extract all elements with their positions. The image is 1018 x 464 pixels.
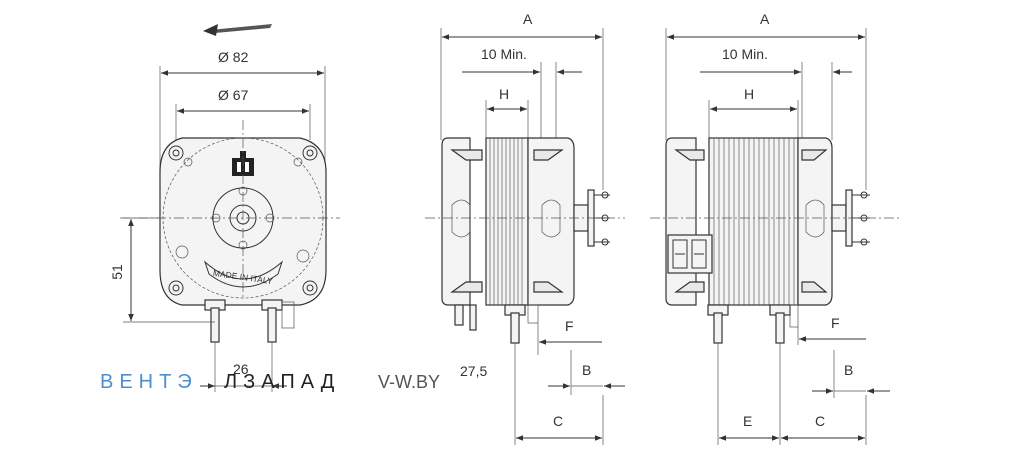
watermark: ВЕНТЭ ЛЗАПАД V-W.BY bbox=[100, 371, 440, 393]
dim-min-1: 10 Min. bbox=[481, 46, 527, 62]
dim-f-2: F bbox=[831, 315, 840, 331]
rotation-arrow-icon bbox=[203, 24, 272, 36]
watermark-brand-part2: ЛЗАПАД bbox=[224, 371, 340, 393]
watermark-site: V-W.BY bbox=[378, 372, 440, 392]
dim-dia-67: Ø 67 bbox=[218, 87, 249, 103]
dim-b-2: B bbox=[844, 362, 853, 378]
watermark-brand-part1: ВЕНТЭ bbox=[100, 371, 198, 393]
dim-b-1: B bbox=[582, 362, 591, 378]
front-housing bbox=[159, 137, 327, 306]
dim-h-1: H bbox=[499, 86, 509, 102]
dim-e-2: E bbox=[743, 413, 752, 429]
dim-terminal-spacing: 26 bbox=[233, 361, 249, 377]
side-view-2: A 10 Min. H bbox=[650, 11, 900, 445]
dim-f-1: F bbox=[565, 318, 574, 334]
front-view: Ø 82 Ø 67 bbox=[109, 24, 340, 392]
dim-c-2: C bbox=[815, 413, 825, 429]
brand-logo-icon bbox=[232, 151, 254, 176]
dim-c-1: C bbox=[553, 413, 563, 429]
dim-h-2: H bbox=[744, 86, 754, 102]
dim-dia-82: Ø 82 bbox=[218, 49, 249, 65]
dim-a-2: A bbox=[760, 11, 770, 27]
dim-min-2: 10 Min. bbox=[722, 46, 768, 62]
dim-27-5: 27,5 bbox=[460, 363, 487, 379]
capacitor-connector-icon bbox=[667, 234, 713, 274]
dim-height-51: 51 bbox=[109, 264, 125, 280]
corner-bolt-icon bbox=[168, 145, 318, 296]
dim-a-1: A bbox=[523, 11, 533, 27]
terminal-pins bbox=[204, 299, 295, 343]
side-view-1: A 10 Min. H bbox=[425, 11, 625, 445]
